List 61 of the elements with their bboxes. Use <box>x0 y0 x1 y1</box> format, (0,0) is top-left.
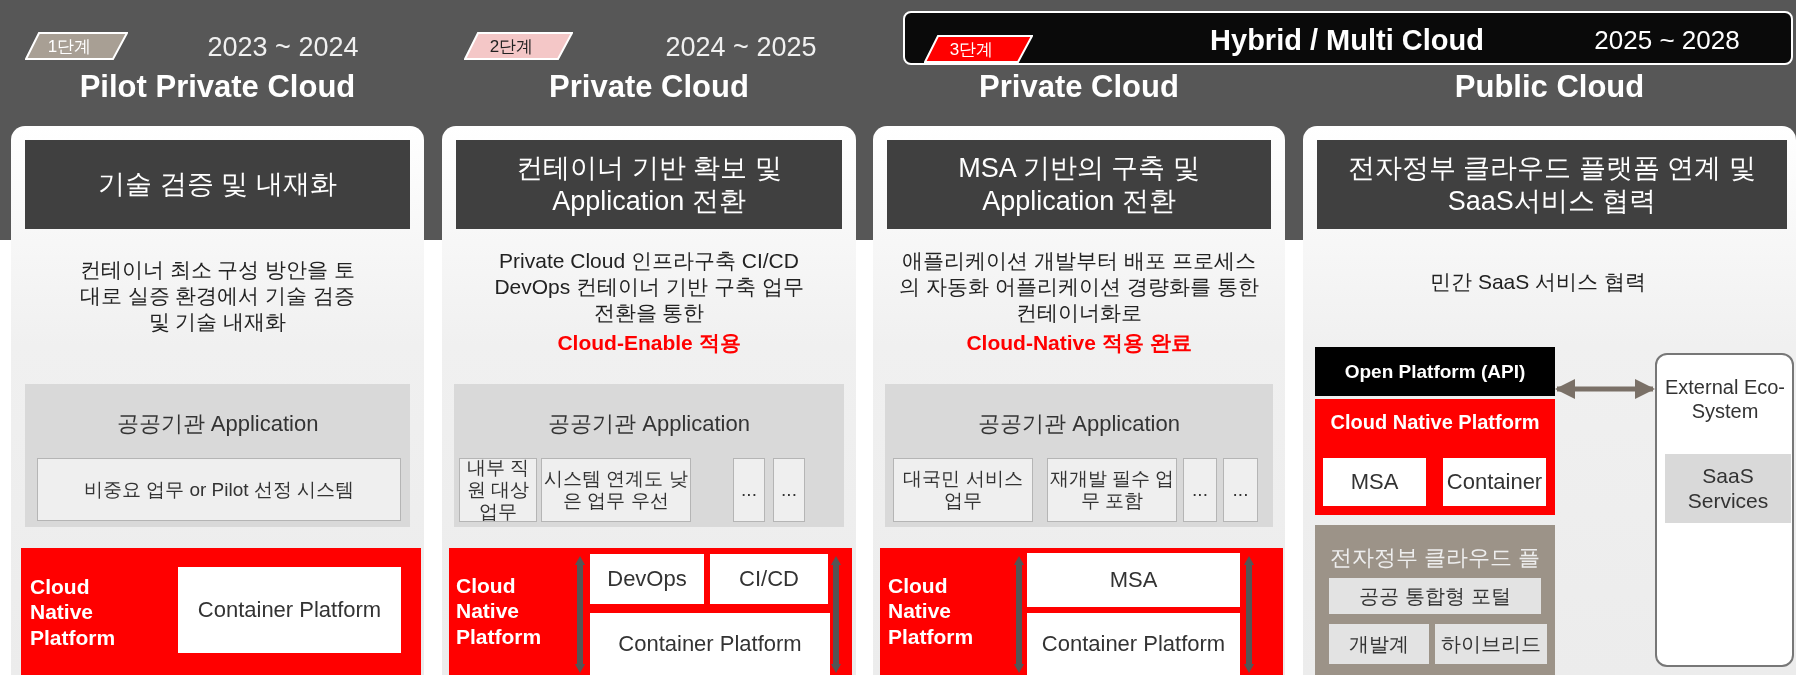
title-box: 기술 검증 및 내재화 <box>25 140 410 229</box>
platform-label: Cloud Native Platform <box>30 574 117 651</box>
title-box: 컨테이너 기반 확보 및 Application 전환 <box>456 140 842 229</box>
component-box: Container <box>1443 458 1546 506</box>
component-box: MSA <box>1027 553 1240 607</box>
platform-box <box>21 548 421 675</box>
title-box: MSA 기반의 구축 및 Application 전환 <box>887 140 1271 229</box>
component-box: 개발계 <box>1329 624 1429 664</box>
description-text: 애플리케이션 개발부터 배포 프로세스의 자동화 어플리케이션 경량화를 통한 컨테이너화로 <box>898 247 1260 327</box>
title-box: 전자정부 클라우드 플랫폼 연계 및 SaaS서비스 협력 <box>1317 140 1787 229</box>
system-box: ... <box>733 458 765 522</box>
component-box: 공공 통합형 포털 <box>1329 578 1541 614</box>
platform-box <box>880 548 1283 675</box>
platform-box <box>449 548 852 675</box>
component-box: 하이브리드 <box>1435 624 1547 664</box>
service-box: SaaS Services <box>1665 454 1791 523</box>
description-text: 컨테이너 최소 구성 방안을 토대로 실증 환경에서 기술 검증 및 기술 내재화 <box>78 256 357 336</box>
double-arrow <box>1555 379 1655 399</box>
platform-label: 전자정부 클라우드 플 <box>1328 544 1542 572</box>
system-box: 대국민 서비스 업무 <box>893 458 1033 522</box>
system-box: ... <box>1223 458 1258 522</box>
component-box: DevOps <box>590 554 704 604</box>
platform-box <box>1315 399 1555 515</box>
column-heading: Private Cloud <box>548 68 750 106</box>
system-box: ... <box>773 458 805 522</box>
stage-tag: 3단계 <box>924 35 1033 63</box>
system-box: 재개발 필수 업무 포함 <box>1047 458 1177 522</box>
phase-banner <box>903 11 1793 65</box>
component-box: Container Platform <box>590 613 830 675</box>
application-panel <box>454 384 844 527</box>
platform-label: Cloud Native Platform <box>1329 409 1541 435</box>
column-heading: Public Cloud <box>1453 68 1646 106</box>
system-box: ... <box>1183 458 1217 522</box>
year-range: 2023 ~ 2024 <box>206 30 360 64</box>
highlight-text: Cloud-Enable 적용 <box>556 330 742 356</box>
platform-label: Cloud Native Platform <box>456 573 543 650</box>
year-range: 2024 ~ 2025 <box>664 30 818 64</box>
component-box: CI/CD <box>710 554 828 604</box>
year-range: 2025 ~ 2028 <box>1593 23 1741 57</box>
highlight-text: Cloud-Native 적용 완료 <box>965 330 1193 356</box>
system-box: 비중요 업무 or Pilot 선정 시스템 <box>37 458 401 521</box>
panel-title: 공공기관 Application <box>547 410 751 438</box>
description-text: 민간 SaaS 서비스 협력 <box>1429 268 1647 295</box>
panel-title: 공공기관 Application <box>977 410 1181 438</box>
ecosystem-box <box>1655 353 1794 667</box>
system-box: 내부 직원 대상 업무 <box>459 458 537 522</box>
box-heading: External Eco- System <box>1663 375 1787 424</box>
platform-label: Cloud Native Platform <box>888 573 975 650</box>
component-box: Container Platform <box>1027 613 1240 675</box>
application-panel <box>885 384 1273 527</box>
application-panel <box>25 384 410 527</box>
phase-title: Hybrid / Multi Cloud <box>1209 22 1485 58</box>
column-heading: Private Cloud <box>978 68 1180 106</box>
panel-title: 공공기관 Application <box>115 410 320 438</box>
api-box: Open Platform (API) <box>1315 347 1555 396</box>
description-text: Private Cloud 인프라구축 CI/CD DevOps 컨테이너 기반 구축 업무 전환을 통한 <box>493 247 805 327</box>
column-heading: Pilot Private Cloud <box>78 68 357 106</box>
government-platform-box <box>1315 525 1555 675</box>
system-box: 시스템 연계도 낮은 업무 우선 <box>541 458 691 522</box>
component-box: Container Platform <box>178 567 401 653</box>
component-box: MSA <box>1323 458 1426 506</box>
